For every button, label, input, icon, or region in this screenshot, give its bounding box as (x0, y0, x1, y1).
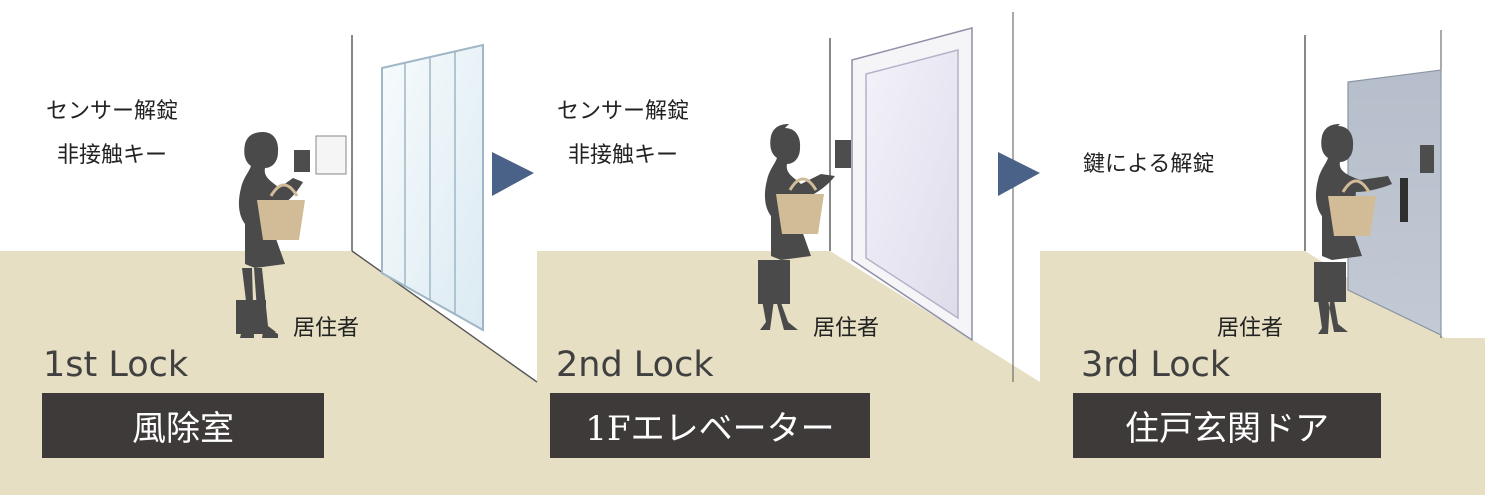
stage1-card-reader-icon (294, 150, 310, 172)
stage2-lock-label: 2nd Lock (556, 345, 714, 385)
stage1-glass-door (381, 43, 484, 332)
stage1-location-box: 風除室 (42, 393, 324, 458)
handbag-icon (776, 177, 824, 234)
stage1-method: センサー解錠 非接触キー (46, 90, 178, 178)
next-arrow-icon (492, 152, 534, 196)
stage2-elevator-door (851, 27, 973, 342)
stage3-intercom-icon (1420, 145, 1434, 173)
stage2-resident-label: 居住者 (813, 316, 880, 341)
stage1-method-line-2: 非接触キー (57, 143, 168, 168)
stage2-method-line-1: センサー解錠 (557, 99, 690, 124)
stage3-lock-label: 3rd Lock (1081, 345, 1231, 385)
stage2-door-wall (829, 12, 1014, 382)
stage3-resident-label: 居住者 (1217, 316, 1284, 341)
stage3-method-line-1: 鍵による解錠 (1083, 152, 1215, 177)
stage1-wall-panel (315, 135, 347, 175)
handbag-icon (257, 183, 305, 240)
floor (0, 251, 1485, 495)
door-handle-icon (1400, 178, 1408, 222)
stage2-card-reader-icon (835, 140, 851, 168)
stage3-method: 鍵による解錠 (1083, 143, 1214, 187)
stage1-method-line-1: センサー解錠 (46, 99, 179, 124)
stage1-lock-label: 1st Lock (43, 345, 189, 385)
stage2-method-line-2: 非接触キー (568, 143, 679, 168)
stage3-location-box: 住戸玄関ドア (1073, 393, 1381, 458)
stage1-resident-label: 居住者 (293, 316, 360, 341)
stage1-location-label: 風除室 (132, 409, 234, 449)
handbag-icon (1328, 179, 1376, 236)
stage2-location-label: 1Fエレベーター (585, 409, 835, 449)
stage3-location-label: 住戸玄関ドア (1125, 409, 1329, 449)
next-arrow-icon (998, 152, 1040, 196)
stage2-location-box: 1Fエレベーター (550, 393, 870, 458)
stage2-method: センサー解錠 非接触キー (557, 90, 689, 178)
